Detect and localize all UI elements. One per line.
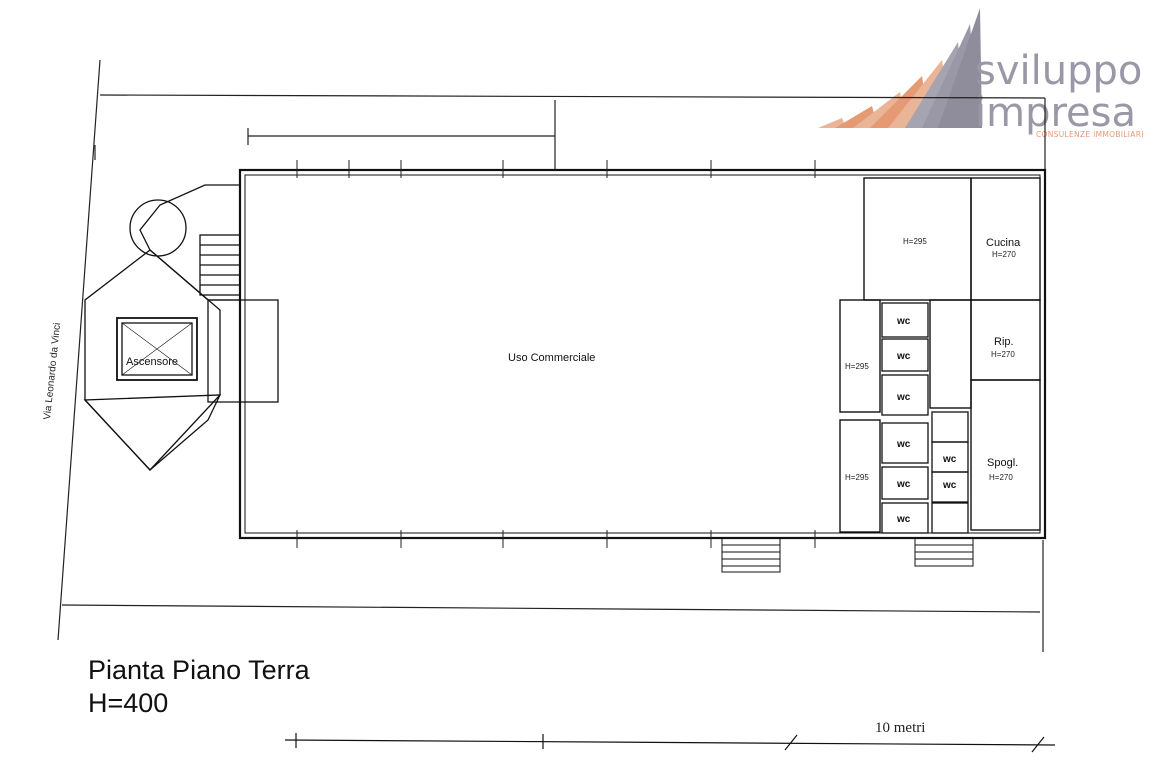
plan-title: Pianta Piano Terra (88, 655, 310, 685)
label-elevator: Ascensore (126, 356, 178, 368)
label-wc-group-height-1: H=295 (845, 362, 869, 371)
wc-label: wc (896, 514, 911, 525)
wc-label: wc (896, 392, 911, 403)
scale-label: 10 metri (875, 720, 925, 736)
street-label: Via Leonardo da Vinci (42, 322, 63, 420)
scale-bar (284, 733, 1056, 753)
exterior-stairs (721, 537, 974, 573)
logo-text-line1: sviluppo (975, 48, 1142, 94)
label-wc-group-height-2: H=295 (845, 473, 869, 482)
label-kitchen-height: H=270 (992, 250, 1016, 259)
wc-label: wc (896, 479, 911, 490)
wc-label: wc (896, 439, 911, 450)
label-main-room: Uso Commerciale (508, 352, 595, 364)
wc-labels: wc wc wc wc wc wc wc wc (896, 316, 957, 525)
service-rooms (839, 177, 1041, 533)
site-boundary (57, 59, 1046, 652)
label-locker-room: Spogl. (987, 457, 1018, 469)
wc-label: wc (896, 351, 911, 362)
label-locker-height: H=270 (989, 473, 1013, 482)
wc-label: wc (942, 480, 957, 491)
room-labels: Uso Commerciale Ascensore H=295 Cucina H… (126, 237, 1021, 482)
logo-stripes-icon (818, 8, 982, 128)
label-storage-height: H=270 (991, 350, 1015, 359)
wc-label: wc (942, 454, 957, 465)
company-logo: sviluppo impresa CONSULENZE IMMOBILIARI (818, 8, 1144, 139)
entrance-block (83, 184, 279, 471)
wc-label: wc (896, 316, 911, 327)
logo-tagline: CONSULENZE IMMOBILIARI (1036, 130, 1144, 139)
wc-cubicles (881, 302, 969, 534)
wall-ticks (296, 160, 816, 548)
label-kitchen: Cucina (986, 237, 1021, 249)
plan-height: H=400 (88, 688, 169, 718)
label-storage: Rip. (994, 336, 1014, 348)
building-outline (238, 168, 1047, 540)
label-office-height: H=295 (903, 237, 927, 246)
